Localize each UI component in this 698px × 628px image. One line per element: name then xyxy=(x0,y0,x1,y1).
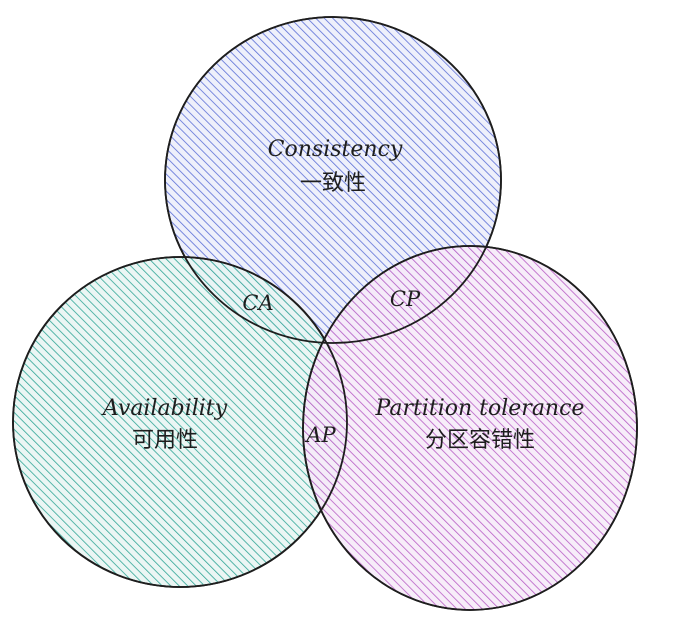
ca-intersection-label: CA xyxy=(242,291,273,315)
consistency-label-zh: 一致性 xyxy=(300,171,366,196)
availability-label-en: Availability xyxy=(101,396,228,421)
ap-intersection-label: AP xyxy=(304,423,336,447)
consistency-label-en: Consistency xyxy=(268,137,403,162)
partition-label-en: Partition tolerance xyxy=(375,396,585,421)
availability-circle xyxy=(12,256,348,588)
availability-label-zh: 可用性 xyxy=(132,428,198,453)
cp-intersection-label: CP xyxy=(390,287,421,311)
circle-outlines xyxy=(12,16,638,611)
partition-label-zh: 分区容错性 xyxy=(425,428,535,453)
